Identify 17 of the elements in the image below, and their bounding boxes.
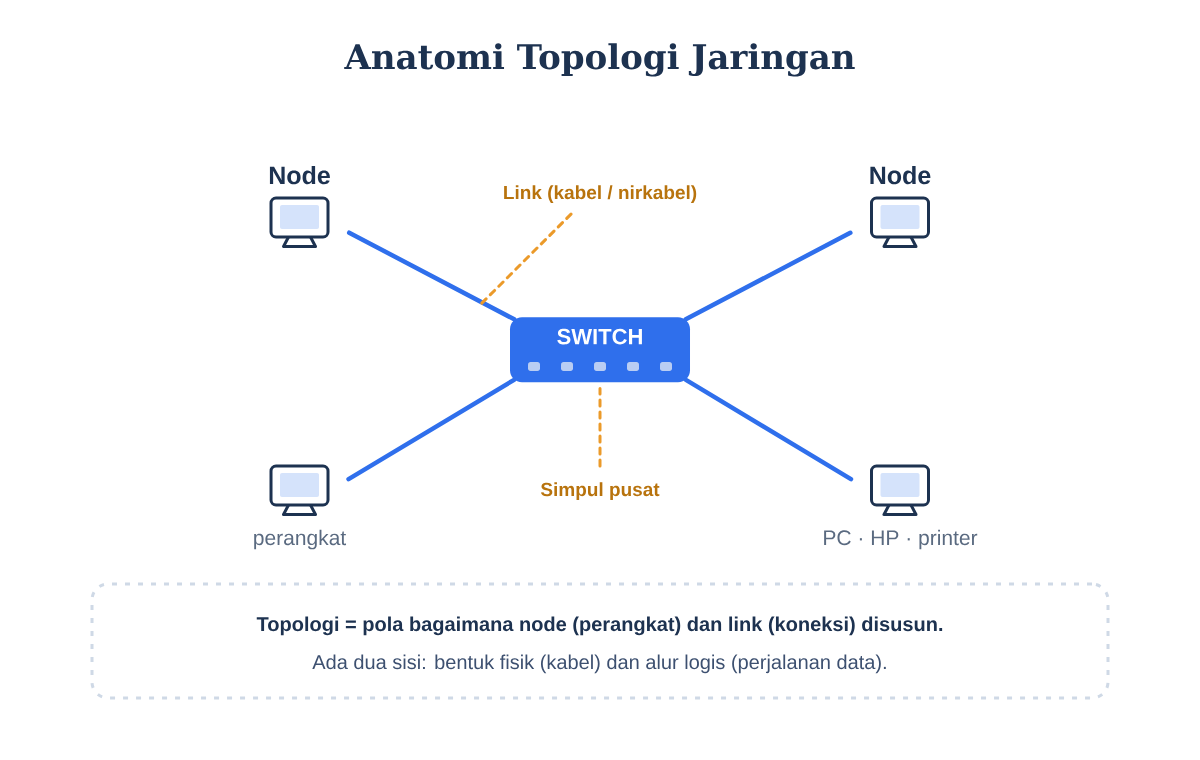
switch-box: SWITCH (510, 317, 690, 383)
callout-label: Simpul pusat (540, 482, 660, 500)
device-caption: PC · HP · printer (824, 529, 978, 550)
connector-line (346, 230, 517, 322)
device-heading: Node (870, 165, 931, 185)
connector-line (683, 377, 854, 482)
connector-line (346, 377, 517, 482)
callout-label: Link (kabel / nirkabel) (504, 185, 697, 203)
device-caption: perangkat (254, 529, 347, 550)
title: Anatomi Topologi Jaringan (344, 43, 855, 77)
leader-line (478, 212, 573, 307)
connector-line (683, 230, 853, 322)
note-box (90, 582, 1110, 700)
note-text: Ada dua sisi: bentuk fisik (kabel) dan alur logis (perjalanan data). (312, 654, 886, 674)
device-heading: Node (269, 165, 330, 185)
definition-text: Topologi = pola bagaimana node (perangkat) dan link (koneksi) disusun. (256, 616, 943, 636)
leader-line (598, 386, 602, 468)
